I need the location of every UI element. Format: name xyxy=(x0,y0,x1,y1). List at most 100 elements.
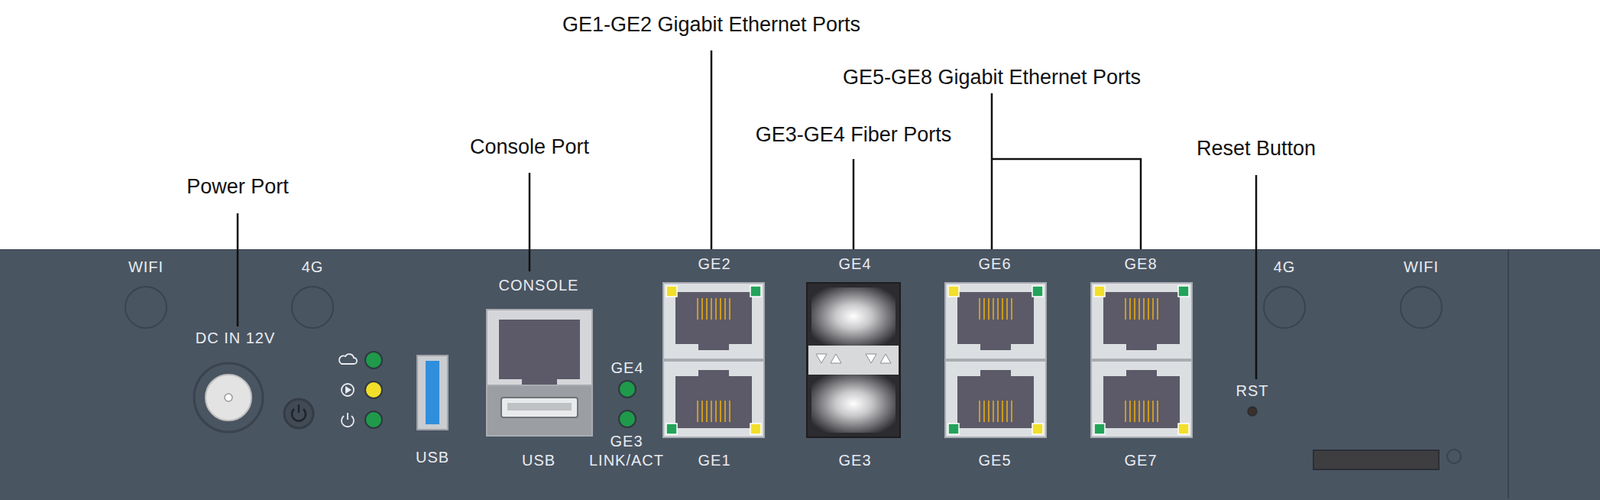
rj45-pin xyxy=(710,297,713,320)
rj45-housing xyxy=(663,360,765,438)
rj45-pin xyxy=(706,400,708,422)
rj45-pin xyxy=(1124,297,1127,320)
panel-marking: WIFI xyxy=(1403,257,1439,276)
rj45-pin xyxy=(997,297,999,320)
rj45-pin xyxy=(1152,400,1154,422)
antenna-hole xyxy=(1263,286,1306,328)
rj45-pin xyxy=(1129,400,1131,422)
port-led xyxy=(1032,285,1043,297)
rj45-pin xyxy=(728,297,731,320)
rj45-pin xyxy=(1147,297,1150,320)
callout-label: Reset Button xyxy=(1196,136,1316,161)
leader-line xyxy=(1255,174,1258,379)
power-icon xyxy=(346,412,349,420)
rj45-pin xyxy=(1152,297,1154,320)
panel-divider xyxy=(1507,249,1510,499)
panel-marking: GE4 xyxy=(838,254,872,273)
rj45-pin xyxy=(701,297,703,320)
panel-marking: USB xyxy=(415,447,450,467)
panel-marking: RST xyxy=(1236,381,1270,400)
rj45-notch xyxy=(980,343,1011,350)
callout-label: GE3-GE4 Fiber Ports xyxy=(755,122,953,147)
rj45-pin xyxy=(987,297,990,320)
rj45-pin xyxy=(1006,297,1008,320)
rj45-pin xyxy=(1129,297,1131,320)
leader-line xyxy=(991,93,994,250)
panel-marking: 4G xyxy=(301,257,324,276)
front-panel xyxy=(0,249,1600,500)
rj45-pin xyxy=(997,400,999,422)
rj45-pin xyxy=(701,400,703,422)
rj45-pins xyxy=(1125,400,1158,422)
console-rj45-notch xyxy=(521,378,558,386)
leader-line xyxy=(528,172,532,272)
leader-lines xyxy=(237,50,1257,379)
rj45-housing xyxy=(1091,282,1192,360)
rj45-pin xyxy=(719,297,722,320)
leader-line xyxy=(236,213,240,327)
port-led xyxy=(750,423,762,435)
console-usb-tongue xyxy=(507,402,572,411)
rj45-pin xyxy=(715,297,717,320)
port-led xyxy=(1094,285,1105,297)
usb-port xyxy=(417,355,448,430)
console-usb-slot xyxy=(501,397,578,418)
panel-marking: WIFI xyxy=(128,257,164,276)
port-led xyxy=(666,423,677,435)
rj45-port xyxy=(663,360,765,438)
rj45-jack xyxy=(675,291,752,344)
rj45-pin xyxy=(696,400,699,422)
rj45-port xyxy=(663,282,765,360)
rj45-pin xyxy=(706,297,708,320)
rj45-pin xyxy=(1010,297,1013,320)
status-led xyxy=(365,351,383,369)
panel-edge xyxy=(0,249,1600,250)
console-rj45-jack xyxy=(498,319,580,379)
leader-line xyxy=(710,50,713,250)
panel-marking: GE5 xyxy=(978,450,1011,470)
rj45-pin xyxy=(1133,400,1136,422)
rj45-notch xyxy=(1126,343,1157,350)
rj45-port xyxy=(1091,360,1192,438)
callout-label: GE1-GE2 Gigabit Ethernet Ports xyxy=(562,12,861,37)
rj45-pin xyxy=(978,400,981,422)
panel-marking: GE8 xyxy=(1123,254,1157,273)
rj45-jack xyxy=(1103,375,1180,428)
usb-tongue xyxy=(425,360,440,425)
leader-line xyxy=(852,158,856,250)
rj45-notch xyxy=(980,369,1011,376)
rj45-pin xyxy=(983,400,985,422)
rj45-pin xyxy=(696,297,699,320)
port-led xyxy=(948,285,959,297)
dc-jack-ring xyxy=(194,362,263,432)
antenna-hole xyxy=(291,286,334,328)
rj45-pin xyxy=(1143,400,1145,422)
run-icon xyxy=(341,383,354,396)
rj45-pin xyxy=(710,400,713,422)
panel-marking: USB xyxy=(521,450,556,470)
rj45-pin xyxy=(719,400,722,422)
rj45-pin xyxy=(983,297,985,320)
antenna-hole xyxy=(125,286,167,328)
rj45-jack xyxy=(957,291,1034,344)
panel-marking: 4G xyxy=(1273,257,1296,276)
rj45-pins xyxy=(1125,297,1158,320)
dc-jack-pin xyxy=(224,393,233,402)
cloud-icon xyxy=(339,353,357,364)
sfp-divider xyxy=(808,345,899,375)
panel-marking: DC IN 12V xyxy=(195,328,276,347)
rj45-pin xyxy=(1156,400,1159,422)
rj45-pin xyxy=(1143,297,1145,320)
screw-hole xyxy=(1447,449,1461,464)
rj45-pin xyxy=(715,400,717,422)
rj45-jack xyxy=(957,375,1034,428)
panel-marking: GE3 xyxy=(838,450,872,470)
panel-marking: GE7 xyxy=(1123,450,1157,470)
rj45-housing xyxy=(1091,360,1192,438)
sfp-cage xyxy=(806,282,901,438)
rj45-pin xyxy=(1156,297,1159,320)
panel-marking: GE3 LINK/ACT xyxy=(584,431,669,470)
rj45-pin xyxy=(1138,400,1141,422)
rj45-pin xyxy=(1133,297,1136,320)
